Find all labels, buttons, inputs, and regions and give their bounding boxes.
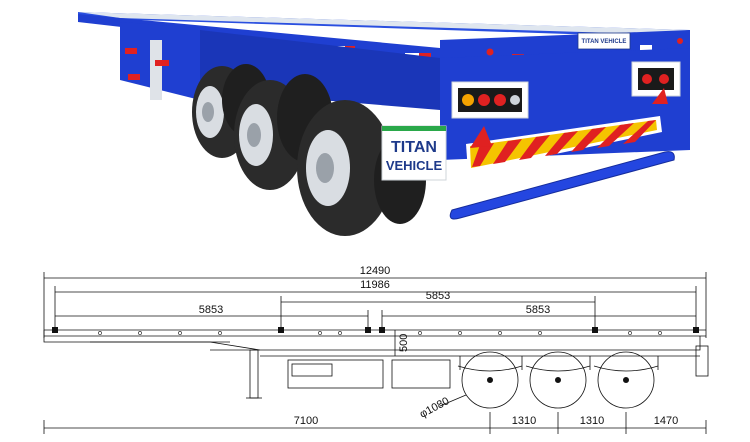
fuel-tank: [287, 359, 384, 389]
front-marker: [155, 60, 169, 66]
front-marker: [128, 74, 140, 80]
rear-sign-plate: [577, 32, 631, 50]
brand-line-2: VEHICLE: [386, 158, 443, 173]
rear-bumper: [449, 151, 675, 220]
landing-gear: [249, 349, 259, 399]
warning-triangle: [652, 88, 668, 104]
rear-lamp: [677, 38, 683, 44]
mudflap-brand-plate: TITAN VEHICLE: [381, 125, 447, 181]
deck-top-surface: [78, 12, 690, 34]
dim-deck-length: 11986: [360, 279, 390, 291]
tool-box: [391, 359, 451, 389]
rear-light-box-left: [451, 81, 529, 119]
rear-beam-marker: [640, 45, 652, 51]
dim-wheel-diameter: φ1080: [418, 395, 452, 420]
reflective-stripe: [466, 116, 662, 172]
gooseneck: [43, 330, 701, 351]
wheel-1: [461, 351, 519, 409]
dim-lock-middle: 5853: [426, 290, 450, 302]
rear-light-box-right: [631, 61, 681, 97]
technical-drawing: 12490 11986 5853 5853 5853 500 φ1080 710…: [43, 265, 709, 434]
warning-triangle: [470, 126, 492, 148]
rear-lamp: [486, 48, 494, 56]
landing-leg: [150, 40, 162, 100]
front-marker: [125, 48, 137, 54]
dim-kingpin-to-axle: 7100: [294, 415, 318, 427]
rear-sign-text: TITAN VEHICLE: [582, 39, 627, 45]
trailer-photo: TITAN VEHICLE: [78, 12, 690, 236]
wheel-dia-leader: [439, 394, 467, 407]
container-locks: [52, 327, 699, 333]
leaf-spring: [593, 365, 659, 372]
wheel-3: [597, 351, 655, 409]
side-holes: [98, 331, 662, 335]
dim-axle-spacing-2: 1310: [580, 415, 604, 427]
dim-lock-front: 5853: [199, 304, 223, 316]
dim-lock-rear: 5853: [526, 304, 550, 316]
dim-axle-spacing-1: 1310: [512, 415, 536, 427]
wheel-hubs: [487, 377, 629, 383]
leaf-spring: [457, 365, 523, 372]
brand-line-1: TITAN: [391, 139, 437, 156]
tire-rear: [297, 100, 393, 236]
wheel-2: [529, 351, 587, 409]
dim-frame-height: 500: [398, 334, 410, 352]
rear-light-drawing: [695, 345, 709, 377]
dim-overall-length: 12490: [360, 265, 391, 277]
leaf-spring: [525, 365, 591, 372]
dim-rear-overhang: 1470: [654, 415, 678, 427]
